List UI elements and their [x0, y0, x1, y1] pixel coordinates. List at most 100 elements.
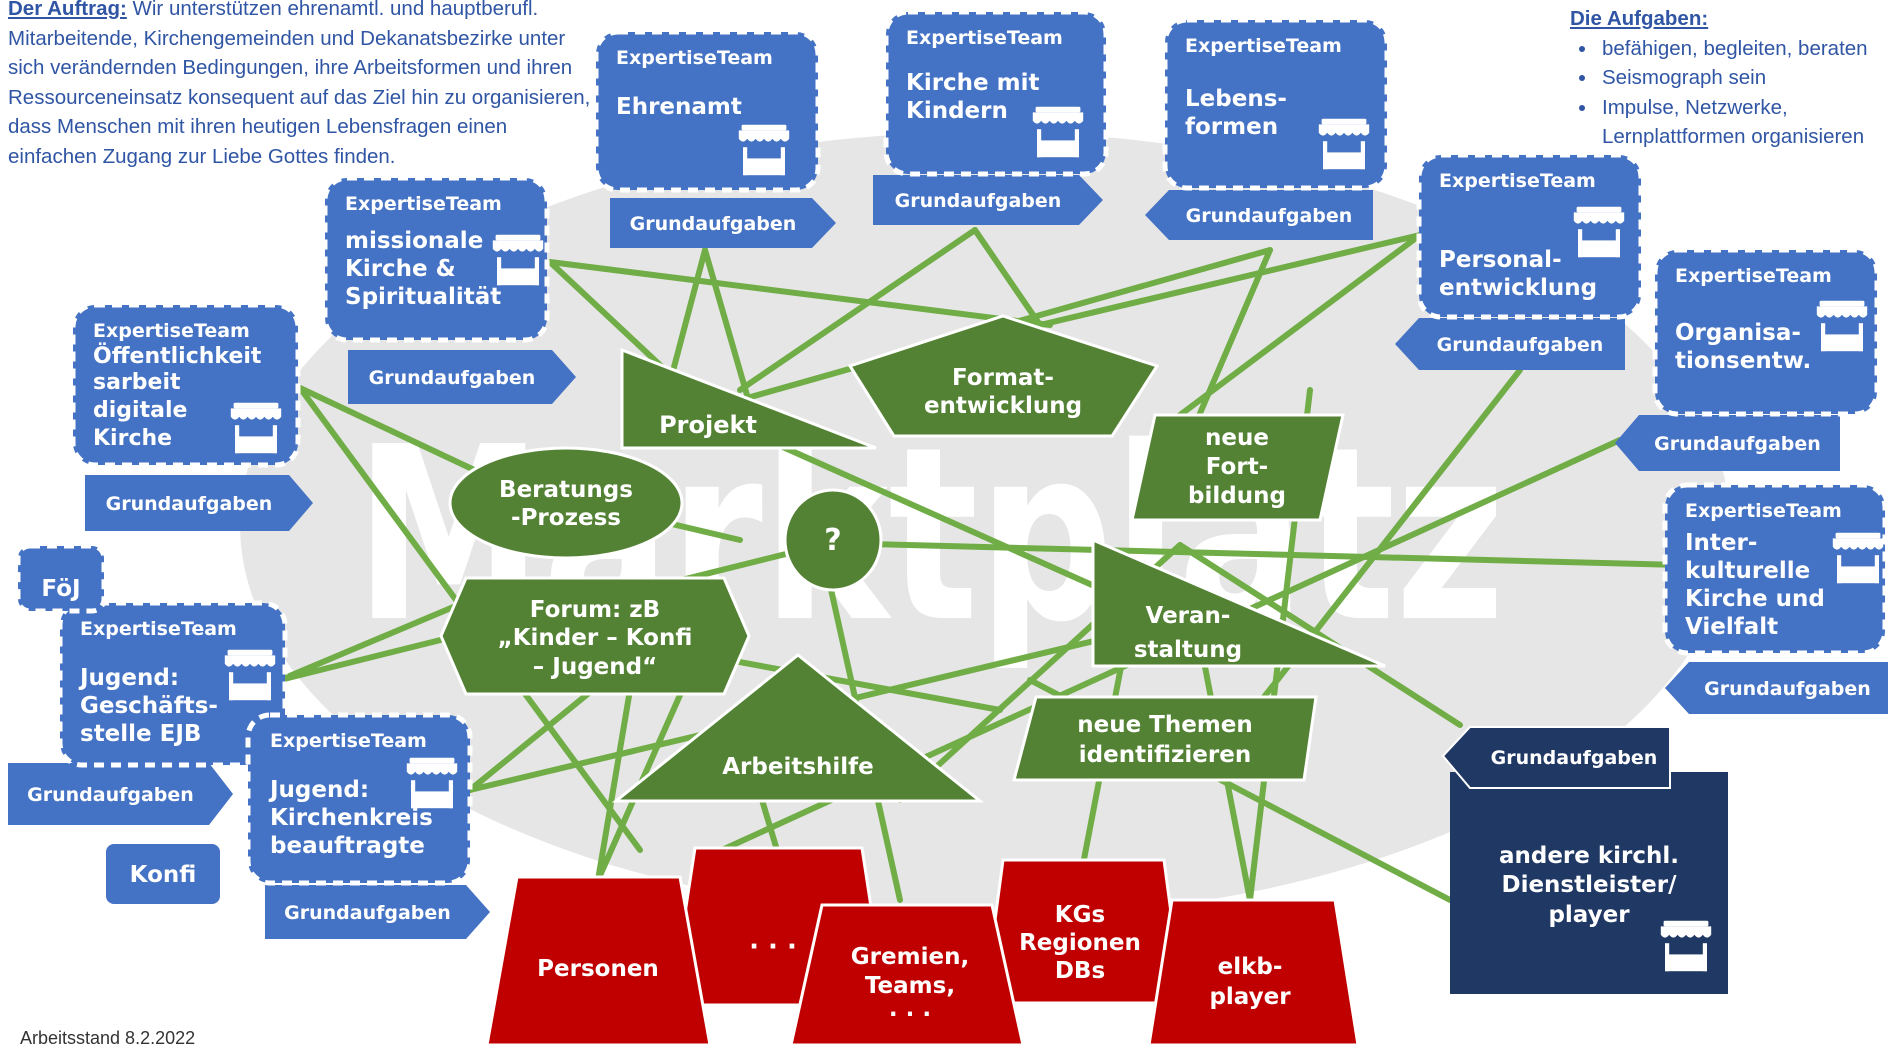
format-question[interactable]: ?	[783, 488, 883, 592]
expertise-team-organisationsentwicklung[interactable]: GrundaufgabenExpertiseTeamOrganisa-tions…	[1615, 247, 1880, 471]
expertise-team-jugend-ejb[interactable]: GrundaufgabenExpertiseTeamJugend:Geschäf…	[8, 600, 288, 825]
team-name-line: tionsentw.	[1675, 348, 1811, 374]
team-name-line: Jugend:	[78, 665, 179, 691]
grundaufgaben-tag[interactable]	[8, 763, 233, 825]
format-label: identifizieren	[1079, 742, 1251, 768]
grundaufgaben-tag[interactable]	[85, 475, 313, 531]
foej-box[interactable]: FöJ	[15, 543, 107, 614]
team-name-line: kulturelle	[1685, 558, 1810, 584]
grundaufgaben-label: Grundaufgaben	[1186, 205, 1353, 227]
stakeholder-label: elkb-	[1218, 954, 1283, 980]
team-header: ExpertiseTeam	[93, 320, 250, 342]
format-shape	[620, 347, 877, 450]
team-header: ExpertiseTeam	[616, 47, 773, 69]
grundaufgaben-label: Grundaufgaben	[630, 213, 797, 235]
konfi-box[interactable]: Konfi	[106, 844, 220, 904]
stakeholder-shape	[789, 903, 1025, 1045]
format-shape	[1012, 695, 1318, 782]
tasks-panel: Die Aufgaben: befähigen, begleiten, bera…	[1570, 4, 1888, 152]
format-forum[interactable]: Forum: zB„Kinder – Konfi– Jugend“	[439, 576, 751, 696]
stakeholder-personen[interactable]: Personen	[485, 875, 712, 1045]
task-item: befähigen, begleiten, beraten	[1598, 34, 1888, 64]
format-label: ?	[824, 523, 841, 558]
expertise-team-jugend-kirchenkreis[interactable]: GrundaufgabenExpertiseTeamJugend:Kirchen…	[245, 712, 490, 939]
expertise-team-box	[1416, 152, 1644, 320]
grundaufgaben-tag[interactable]	[1615, 415, 1840, 471]
format-label: – Jugend“	[533, 654, 657, 680]
format-arbeitshilfe[interactable]: Arbeitshilfe	[611, 653, 985, 803]
team-header: ExpertiseTeam	[906, 27, 1063, 49]
stakeholder-label: · · ·	[889, 1002, 931, 1028]
team-name-line: Öffentlichkeit	[93, 343, 262, 369]
grundaufgaben-tag[interactable]	[1395, 318, 1625, 370]
team-name-line: Kindern	[906, 98, 1008, 124]
format-label: bildung	[1188, 483, 1286, 509]
stakeholder-label: Gremien,	[851, 944, 969, 970]
grundaufgaben-tag[interactable]	[1145, 190, 1373, 240]
stakeholder-label: player	[1209, 984, 1291, 1010]
grundaufgaben-tag[interactable]	[873, 175, 1103, 225]
format-formatentwicklung[interactable]: Format-entwicklung	[847, 314, 1160, 438]
tasks-title: Die Aufgaben:	[1570, 7, 1709, 30]
task-item: Impulse, Netzwerke, Lernplattformen orga…	[1598, 93, 1888, 152]
stakeholder-elkb[interactable]: elkb-player	[1147, 898, 1360, 1045]
expertise-team-box	[245, 712, 473, 886]
grundaufgaben-tag[interactable]	[1665, 662, 1888, 714]
stakeholder-shape	[1147, 898, 1360, 1045]
team-name-line: entwicklung	[1439, 275, 1597, 301]
grundaufgaben-label: Grundaufgaben	[1491, 747, 1658, 769]
format-shape	[439, 576, 751, 696]
andere-grundaufgaben-tag[interactable]	[1441, 726, 1671, 789]
team-name-line: Kirchenkreis	[270, 805, 433, 831]
team-name-line: beauftragte	[270, 833, 425, 859]
stakeholder-label: Personen	[537, 956, 659, 982]
andere-label: player	[1548, 902, 1630, 928]
grundaufgaben-label: Grundaufgaben	[369, 367, 536, 389]
stakeholder-gremien[interactable]: Gremien, Teams, · · ·	[789, 903, 1025, 1045]
format-label: Veran-	[1146, 603, 1231, 629]
team-header: ExpertiseTeam	[1185, 35, 1342, 57]
expertise-team-box	[322, 175, 550, 343]
team-header: ExpertiseTeam	[345, 193, 502, 215]
format-label: Format-	[952, 365, 1054, 391]
expertise-team-personalentwicklung[interactable]: GrundaufgabenExpertiseTeamPersonal-entwi…	[1395, 152, 1644, 370]
grundaufgaben-tag[interactable]	[265, 885, 490, 939]
team-name-line: Lebens-	[1185, 86, 1287, 112]
grundaufgaben-tag[interactable]	[348, 350, 576, 404]
expertise-team-box	[70, 302, 301, 468]
expertise-team-box	[593, 29, 821, 193]
format-shape	[1130, 413, 1345, 522]
team-name-line: Inter-	[1685, 530, 1757, 556]
format-veranstaltung[interactable]: Veran-staltung	[1091, 537, 1386, 668]
format-beratungsprozess[interactable]: Beratungs-Prozess	[448, 446, 684, 560]
format-label: Projekt	[659, 411, 757, 439]
stakeholder-shape	[485, 875, 712, 1045]
team-name-line: Vielfalt	[1685, 614, 1778, 640]
expertise-team-oeffentlichkeitsarbeit[interactable]: GrundaufgabenExpertiseTeamÖffentlichkeit…	[70, 302, 313, 531]
format-label: Fort-	[1206, 454, 1268, 480]
team-name-line: Geschäfts-	[80, 693, 218, 719]
team-name-line: Personal-	[1439, 247, 1562, 273]
grundaufgaben-label: Grundaufgaben	[1437, 334, 1604, 356]
team-name-line: Spiritualität	[345, 284, 501, 310]
team-header: ExpertiseTeam	[1685, 500, 1842, 522]
format-label: Forum: zB	[530, 597, 660, 623]
format-projekt[interactable]: Projekt	[620, 347, 877, 450]
team-header: ExpertiseTeam	[270, 730, 427, 752]
team-name-line: Kirche und	[1685, 586, 1825, 612]
expertise-team-missionale-kirche[interactable]: GrundaufgabenExpertiseTeammissionaleKirc…	[322, 175, 576, 404]
expertise-team-box	[1162, 17, 1390, 191]
expertise-team-interkulturelle-kirche[interactable]: GrundaufgabenExpertiseTeamInter-kulturel…	[1662, 482, 1888, 714]
grundaufgaben-label: Grundaufgaben	[1654, 433, 1821, 455]
konfi-label: Konfi	[130, 862, 197, 888]
grundaufgaben-tag[interactable]	[610, 198, 836, 248]
stakeholder-label: Teams,	[865, 973, 955, 999]
